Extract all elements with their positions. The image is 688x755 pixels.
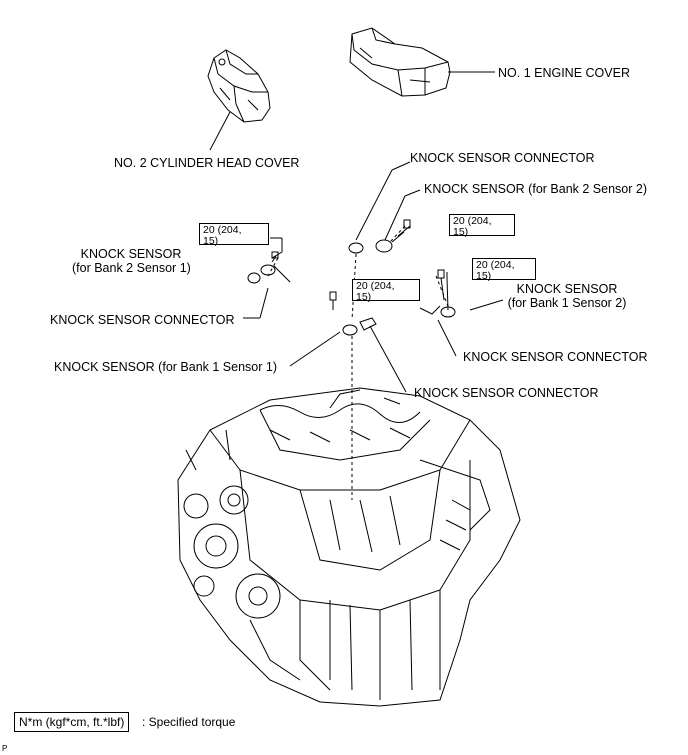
corner-mark: P	[2, 744, 8, 753]
torque-value: 20 (204,	[356, 280, 395, 292]
torque-value: 20 (204,	[476, 259, 515, 271]
legend-torque-unit: N*m (kgf*cm, ft.*lbf)	[14, 712, 130, 732]
engine-cover-1-drawing	[349, 27, 451, 97]
label-ks-connector-left: KNOCK SENSOR CONNECTOR	[50, 313, 235, 327]
label-ks-bank1-sensor1: KNOCK SENSOR (for Bank 1 Sensor 1)	[54, 360, 277, 374]
label-ks-bank2-sensor1-line1: KNOCK SENSOR	[80, 247, 182, 261]
label-ks-bank2-sensor1: KNOCK SENSOR (for Bank 2 Sensor 1)	[72, 247, 191, 275]
label-ks-bank2-sensor1-line2: (for Bank 2 Sensor 1)	[72, 261, 191, 275]
label-ks-bank1-sensor2-line2: (for Bank 1 Sensor 2)	[507, 296, 627, 310]
label-ks-connector-right: KNOCK SENSOR CONNECTOR	[463, 350, 648, 364]
torque-value: 20 (204,	[453, 215, 492, 227]
torque-value-cont: 15)	[476, 270, 492, 282]
label-engine-cover-1: NO. 1 ENGINE COVER	[498, 66, 630, 80]
knock-sensor-parts	[247, 219, 456, 336]
label-ks-bank1-sensor2-line1: KNOCK SENSOR	[516, 282, 618, 296]
label-ks-bank2-sensor2: KNOCK SENSOR (for Bank 2 Sensor 2)	[424, 182, 647, 196]
engine-assembly-drawing	[177, 387, 521, 707]
torque-box: 20 (204, 15)	[352, 279, 420, 303]
cylinder-head-cover-2-drawing	[207, 49, 271, 123]
torque-box: 20 (204, 15)	[199, 223, 269, 247]
torque-value-cont: 15)	[453, 226, 469, 238]
torque-box: 20 (204, 15)	[449, 214, 515, 238]
label-ks-connector-top: KNOCK SENSOR CONNECTOR	[410, 151, 595, 165]
torque-value-cont: 15)	[356, 291, 372, 303]
torque-value: 20 (204,	[203, 224, 242, 236]
torque-box: 20 (204, 15)	[472, 258, 536, 282]
torque-value-cont: 15)	[203, 235, 219, 247]
label-cylinder-head-cover-2: NO. 2 CYLINDER HEAD COVER	[114, 156, 300, 170]
legend-description: : Specified torque	[142, 715, 236, 729]
label-ks-connector-bottom: KNOCK SENSOR CONNECTOR	[414, 386, 599, 400]
label-ks-bank1-sensor2: KNOCK SENSOR (for Bank 1 Sensor 2)	[506, 282, 628, 310]
